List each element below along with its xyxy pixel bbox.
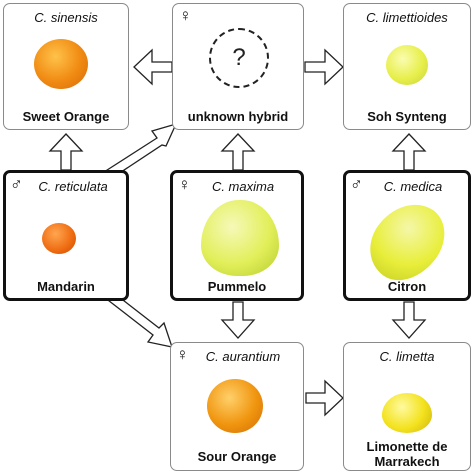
arrow-hybrid-to-soh-synteng	[304, 48, 344, 86]
common-name-pummelo: Pummelo	[207, 279, 267, 294]
node-sour-orange: ♀ C. aurantium Sour Orange	[170, 342, 304, 471]
female-symbol: ♀	[176, 345, 189, 364]
mandarin-fruit	[42, 223, 76, 254]
sweet-orange-fruit	[34, 39, 88, 89]
sci-name-maxima: C. maxima	[211, 179, 275, 194]
female-symbol: ♀	[179, 6, 192, 25]
male-symbol: ♂	[350, 175, 363, 194]
common-name-unknown-hybrid: unknown hybrid	[187, 109, 289, 124]
common-name-limonette-line2: Marrakech	[374, 454, 440, 469]
limonette-fruit	[382, 393, 432, 433]
arrow-mandarin-to-sweet-orange	[48, 133, 84, 171]
common-name-mandarin: Mandarin	[37, 279, 95, 294]
node-pummelo: ♀ C. maxima Pummelo	[170, 170, 304, 301]
male-symbol: ♂	[10, 175, 23, 194]
soh-synteng-fruit	[386, 45, 428, 85]
sour-orange-fruit	[207, 379, 263, 433]
common-name-soh-synteng: Soh Synteng	[367, 109, 447, 124]
female-symbol: ♀	[178, 175, 191, 194]
common-name-sour-orange: Sour Orange	[197, 449, 277, 464]
common-name-citron: Citron	[387, 279, 427, 294]
arrow-hybrid-to-sweet-orange	[133, 48, 173, 86]
common-name-limonette-line1: Limonette de	[366, 439, 448, 454]
unknown-placeholder-icon: ?	[209, 28, 269, 88]
sci-name-reticulata: C. reticulata	[38, 179, 108, 194]
node-mandarin: ♂ C. reticulata Mandarin	[3, 170, 129, 301]
sci-name-aurantium: C. aurantium	[205, 349, 281, 364]
arrow-citron-to-soh-synteng	[391, 133, 427, 171]
arrow-pummelo-to-sour-orange	[220, 301, 256, 339]
pummelo-fruit	[201, 200, 279, 276]
arrow-pummelo-to-hybrid	[220, 133, 256, 171]
arrow-sour-orange-to-limonette	[305, 379, 344, 417]
sci-name-limetta: C. limetta	[379, 349, 435, 364]
node-soh-synteng: C. limettioides Soh Synteng	[343, 3, 471, 130]
node-unknown-hybrid: ♀ ? unknown hybrid	[172, 3, 304, 130]
node-limonette: C. limetta Limonette de Marrakech	[343, 342, 471, 471]
arrow-citron-to-limonette	[391, 301, 427, 339]
sci-name-medica: C. medica	[383, 179, 443, 194]
node-sweet-orange: C. sinensis Sweet Orange	[3, 3, 129, 130]
sci-name-limettioides: C. limettioides	[366, 10, 448, 25]
common-name-sweet-orange: Sweet Orange	[22, 109, 110, 124]
sci-name-sinensis: C. sinensis	[34, 10, 98, 25]
node-citron: ♂ C. medica Citron	[343, 170, 471, 301]
